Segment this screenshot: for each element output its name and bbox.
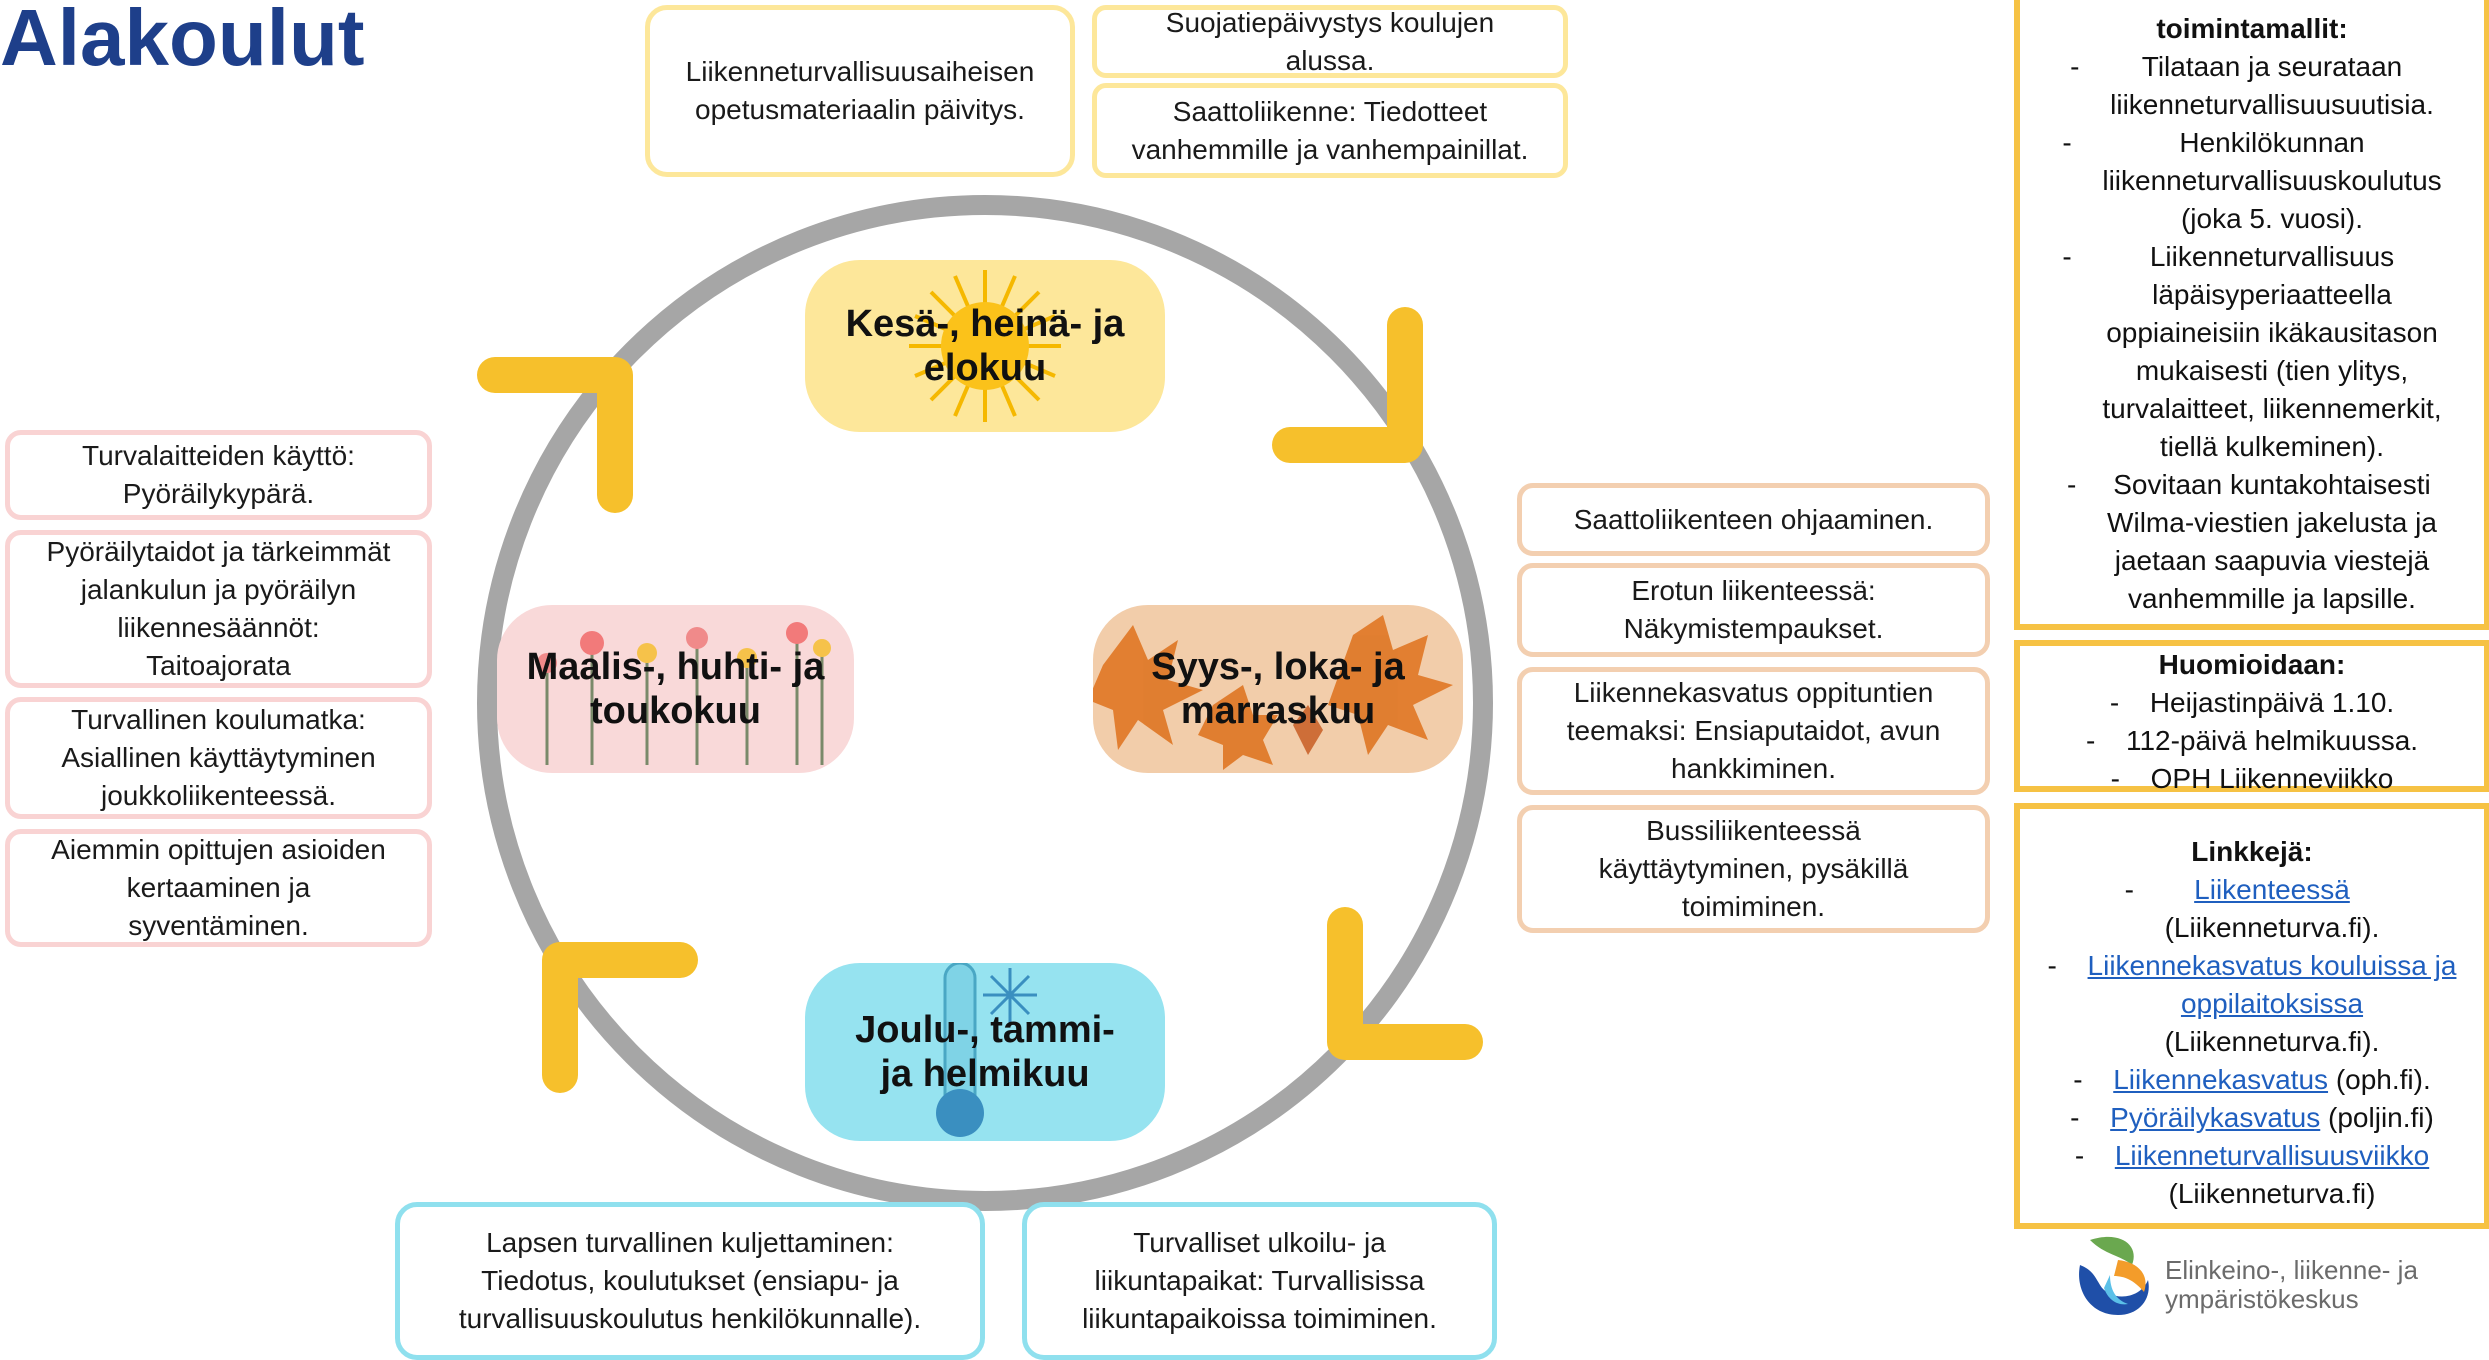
list-item: -112-päivä helmikuussa.: [2085, 725, 2419, 756]
season-spring-label: Maalis-, huhti- ja toukokuu: [526, 646, 825, 732]
page-title: Alakoulut: [0, 0, 365, 82]
autumn-box-1: Saattoliikenteen ohjaaminen.: [1517, 483, 1990, 556]
sun-icon: [909, 270, 1061, 422]
autumn-box-4: Bussiliikenteessä käyttäytyminen, pysäki…: [1517, 805, 1990, 933]
summer-box-1: Liikenneturvallisuusaiheisen opetusmater…: [645, 5, 1075, 177]
panel-notes-heading: Huomioidaan:: [2158, 649, 2346, 680]
list-item: -Heijastinpäivä 1.10.: [2109, 687, 2395, 718]
autumn-leaves-icon: [1093, 615, 1453, 770]
spring-box-1: Turvalaitteiden käyttö: Pyöräilykypärä.: [5, 430, 432, 520]
arrow-bottom-right: [1327, 907, 1483, 1060]
season-spring: Maalis-, huhti- ja toukokuu: [497, 605, 854, 773]
flowers-icon: [537, 622, 831, 765]
winter-box-2: Turvalliset ulkoilu- ja liikuntapaikat: …: [1022, 1202, 1497, 1360]
season-autumn: Syys-, loka- ja marraskuu: [1093, 605, 1463, 773]
arrow-top-right: [1272, 307, 1423, 463]
spring-box-2: Pyöräilytaidot ja tärkeimmät jalankulun …: [5, 530, 432, 688]
arrow-bottom-left: [542, 942, 698, 1093]
spring-box-3: Turvallinen koulumatka: Asiallinen käytt…: [5, 697, 432, 819]
arrow-top-left: [477, 357, 633, 513]
list-item: - Liikenteessä(Liikenneturva.fi).: [2124, 874, 2380, 943]
thermometer-snowflake-icon: [936, 963, 1037, 1137]
list-item: - Liikennekasvatus (oph.fi).: [2073, 1064, 2431, 1095]
link-pyorailykasvatus[interactable]: Pyöräilykasvatus: [2110, 1102, 2321, 1133]
summer-box-2: Suojatiepäivystys koulujen alussa.: [1092, 5, 1568, 78]
winter-box-1: Lapsen turvallinen kuljettaminen: Tiedot…: [395, 1202, 985, 1360]
season-winter-label: Joulu-, tammi- ja helmikuu: [855, 1009, 1115, 1095]
ely-logo-icon: [2079, 1236, 2149, 1315]
season-summer-label: Kesä-, heinä- ja elokuu: [845, 303, 1125, 389]
panel-links: Linkkejä: - Liikenteessä(Liikenneturva.f…: [2014, 803, 2489, 1229]
list-item: -OPH Liikenneviikko: [2110, 763, 2394, 794]
list-item: - Liikenneturvallisuusviikko(Liikennetur…: [2074, 1140, 2430, 1209]
link-liikennekasvatus-oph[interactable]: Liikennekasvatus: [2113, 1064, 2329, 1095]
ely-logo-text: Elinkeino-, liikenne- ja ympäristökeskus: [2165, 1255, 2418, 1314]
link-liikenteessa[interactable]: Liikenteessä: [2194, 874, 2350, 905]
link-liikenneturvallisuusviikko[interactable]: Liikenneturvallisuusviikko: [2114, 1140, 2430, 1171]
season-summer: Kesä-, heinä- ja elokuu: [805, 260, 1165, 432]
autumn-box-3: Liikennekasvatus oppituntien teemaksi: E…: [1517, 667, 1990, 795]
summer-box-3: Saattoliikenne: Tiedotteet vanhemmille j…: [1092, 83, 1568, 178]
panel-notes: Huomioidaan: -Heijastinpäivä 1.10. -112-…: [2014, 640, 2489, 794]
season-autumn-label: Syys-, loka- ja marraskuu: [1151, 646, 1405, 732]
list-item: - Pyöräilykasvatus (poljin.fi): [2070, 1102, 2434, 1133]
season-winter: Joulu-, tammi- ja helmikuu: [805, 963, 1165, 1141]
panel-links-heading: Linkkejä:: [2191, 836, 2313, 867]
panel-operating-models-heading: toimintamallit:: [2156, 13, 2348, 44]
autumn-box-2: Erotun liikenteessä: Näkymistempaukset.: [1517, 563, 1990, 657]
spring-box-4: Aiemmin opittujen asioiden kertaaminen j…: [5, 829, 432, 947]
cycle-ring: [477, 195, 1493, 1211]
